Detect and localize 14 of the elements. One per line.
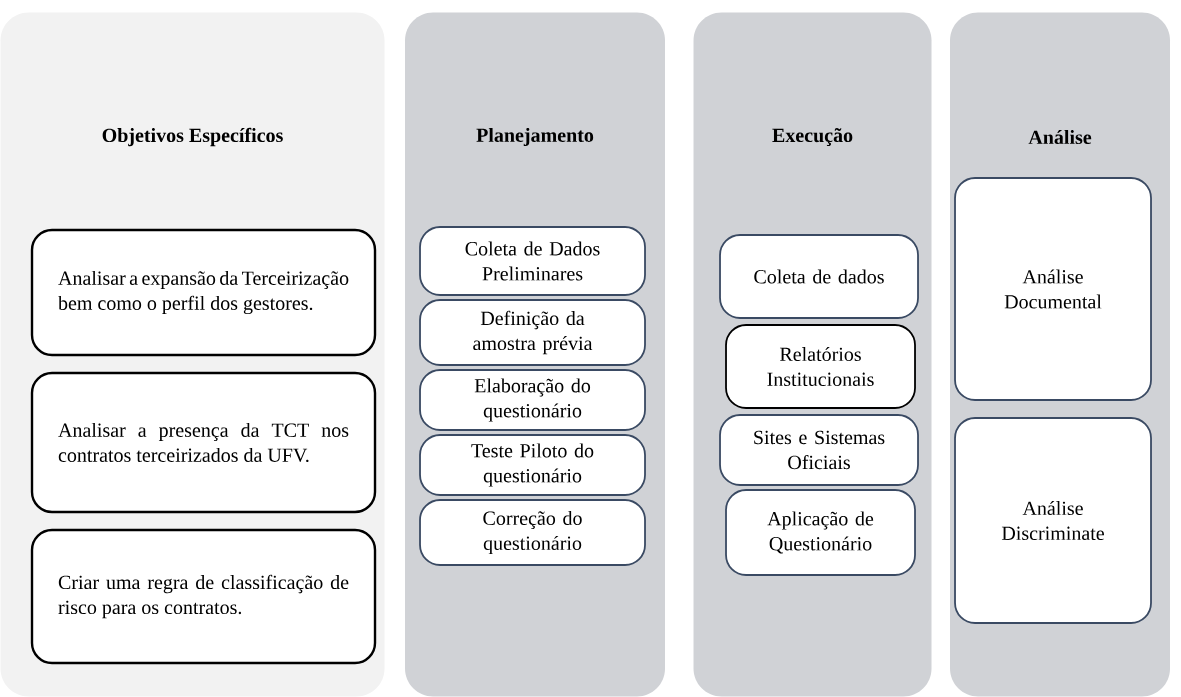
text-box: Análise Documental <box>954 177 1152 401</box>
text-box: Criar uma regra de classificação de risco para os contratos. <box>30 528 377 665</box>
text-box: Relatórios Institucionais <box>725 324 916 409</box>
text-box: Elaboração do questionário <box>419 369 646 431</box>
text-box: Coleta de Dados Preliminares <box>419 226 646 296</box>
text-box: Analisar a presença da TCT nos contratos terceirizados da UFV. <box>30 371 377 514</box>
text-box: Analisar a expansão da Terceirização bem como o perfil dos gestores. <box>30 228 377 357</box>
text-box: Correção do questionário <box>419 499 646 566</box>
text-box: Sites e Sistemas Oficiais <box>719 414 919 486</box>
text-box: Aplicação de Questionário <box>725 489 916 576</box>
text-box: Teste Piloto do questionário <box>419 434 646 496</box>
text-box: Coleta de dados <box>719 234 919 319</box>
text-box: Definição da amostra prévia <box>419 299 646 366</box>
text-box: Análise Discriminate <box>954 417 1152 624</box>
